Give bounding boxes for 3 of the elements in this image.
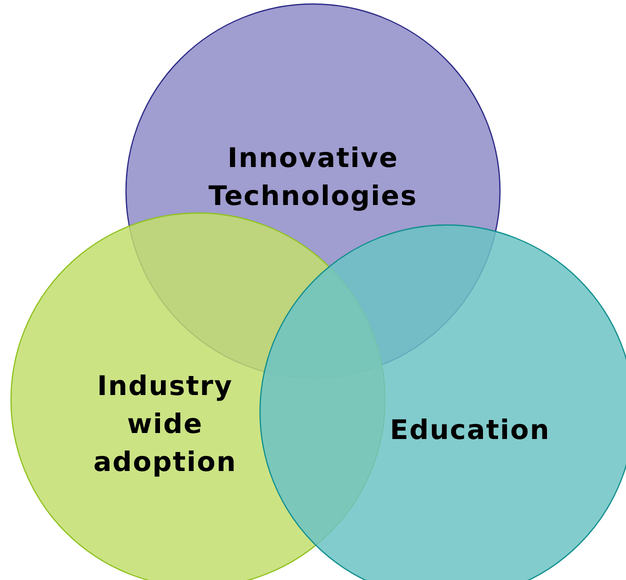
circle-label: Industry wide adoption <box>92 370 238 480</box>
circle-label: Innovative Technologies <box>208 142 418 214</box>
circle-label: Education <box>388 414 552 448</box>
